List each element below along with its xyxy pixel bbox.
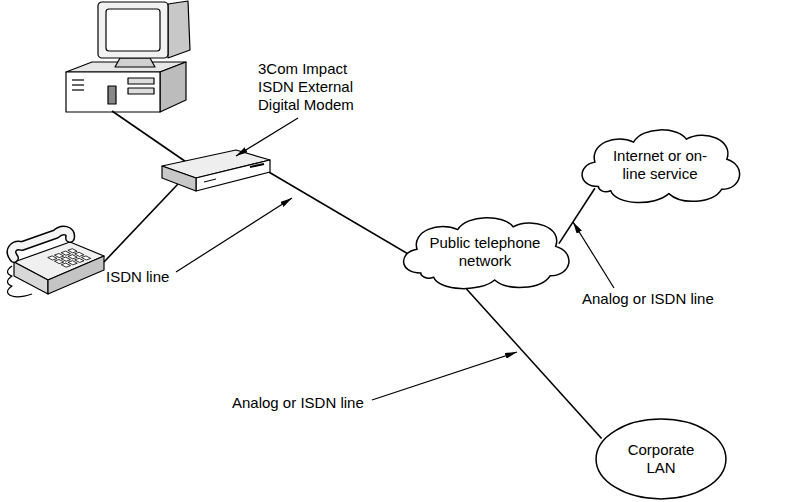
node-text-group: Internet or on-line service — [604, 147, 716, 183]
case-vent — [72, 89, 84, 90]
leader-lines — [176, 118, 614, 400]
phone-cable — [104, 184, 178, 262]
node-text-group: Corporate LAN — [621, 441, 701, 477]
isdn-line — [262, 168, 415, 258]
phone-key — [55, 260, 64, 264]
monitor-front — [98, 2, 168, 58]
node-label: Internet or on-line service — [604, 147, 716, 183]
phone-key — [81, 256, 90, 260]
network-line — [559, 188, 595, 243]
phone-key — [68, 255, 77, 259]
network-cloud: Public telephone network — [393, 210, 578, 294]
modem-lights — [250, 164, 264, 167]
modem-side — [162, 166, 196, 191]
line-callout: Analog or ISDN line — [582, 290, 714, 308]
internet-cloud: Internet or on-line service — [572, 122, 748, 208]
computer-illustration — [66, 1, 190, 112]
leader-line — [573, 222, 614, 288]
computer-cable — [112, 111, 192, 166]
phone-key — [48, 256, 57, 260]
phone-keypad — [48, 249, 91, 268]
phone-key — [61, 257, 70, 261]
leader-line — [372, 352, 517, 400]
phone-key — [68, 261, 77, 265]
cloud-shape — [403, 218, 568, 289]
cables — [104, 111, 415, 262]
monitor-screen — [106, 9, 160, 51]
phone-key — [75, 252, 84, 256]
phone-illustration — [8, 231, 105, 297]
power-switch — [108, 86, 116, 104]
drive-bay — [128, 88, 154, 94]
phone-handset — [12, 231, 71, 258]
case-vent — [72, 84, 84, 85]
network-line — [467, 289, 602, 439]
node-text-group: Public telephone network — [424, 234, 546, 270]
node-label: Corporate LAN — [621, 441, 701, 477]
line-callout: Analog or ISDN line — [232, 394, 364, 412]
case-front — [66, 72, 160, 112]
device-callout: 3Com Impact ISDN External Digital Modem — [258, 60, 370, 114]
phone-base-right — [48, 256, 104, 294]
node-label: Public telephone network — [424, 234, 546, 270]
lan-ellipse: Corporate LAN — [595, 418, 727, 500]
phone-base-left — [14, 262, 48, 294]
case-vent — [72, 79, 84, 80]
drive-bay — [128, 78, 154, 84]
leader-line — [236, 118, 298, 156]
modem-logo — [204, 179, 216, 182]
leader-line — [176, 198, 292, 272]
phone-key — [61, 263, 70, 267]
ellipse-shape — [596, 419, 726, 499]
phone-key — [61, 251, 70, 255]
monitor-stand — [115, 58, 155, 67]
modem-illustration — [162, 150, 270, 191]
monitor-side — [168, 1, 190, 58]
line-callout: ISDN line — [106, 268, 169, 286]
phone-key — [75, 258, 84, 262]
modem-front — [196, 160, 270, 191]
cloud-shape — [582, 130, 740, 203]
phone-key — [54, 254, 63, 258]
phone-cord — [8, 266, 33, 297]
phone-key — [68, 249, 77, 253]
case-side — [160, 62, 186, 112]
phone-handset-outline — [12, 231, 71, 258]
